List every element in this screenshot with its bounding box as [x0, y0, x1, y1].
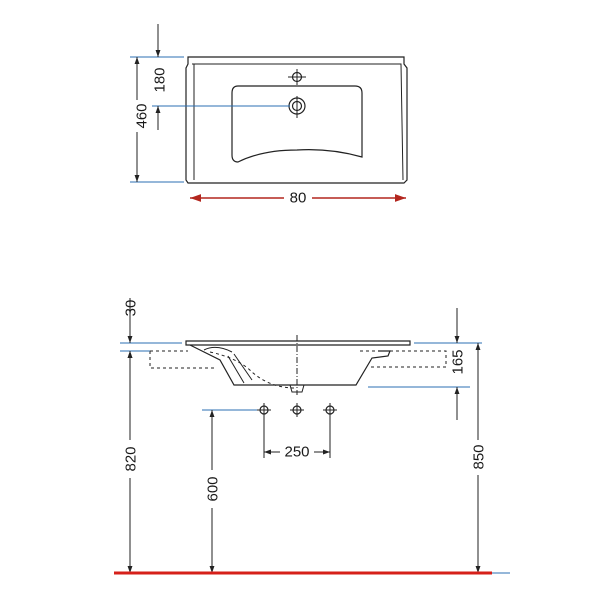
dim-180: 180: [152, 67, 169, 92]
dim-30: 30: [123, 300, 140, 317]
drain-icon: [288, 96, 306, 118]
tap-hole-icon: [288, 69, 306, 85]
side-view: 30 820 165 850 600: [114, 298, 510, 575]
dim-820: 820: [123, 446, 140, 471]
dim-460: 460: [134, 103, 151, 128]
pipe-center-icon: [290, 403, 304, 417]
top-view: 460 180 80: [130, 24, 408, 207]
basin-outline-top: [185, 56, 408, 184]
pipe-right-icon: [323, 403, 337, 417]
bowl-outline-top: [231, 85, 363, 163]
dim-80: 80: [290, 190, 307, 207]
dim-165: 165: [450, 349, 467, 374]
dim-250: 250: [284, 444, 309, 461]
pipe-left-icon: [257, 403, 271, 417]
dim-600: 600: [205, 476, 222, 501]
basin-profile-side: [185, 340, 411, 346]
dim-850: 850: [471, 444, 488, 469]
